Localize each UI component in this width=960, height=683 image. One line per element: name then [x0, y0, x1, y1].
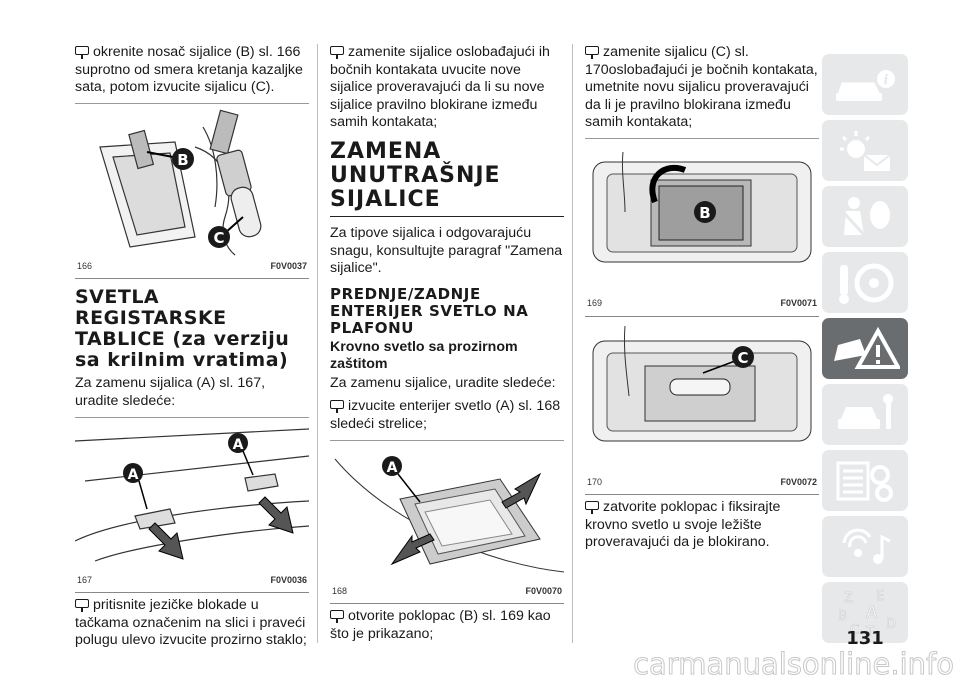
column-1: okrenite nosač sijalice (B) sl. 166 supr… — [75, 44, 309, 656]
arrow-icon — [148, 521, 184, 560]
column-3: zamenite sijalicu (C) sl. 170oslobađajuć… — [585, 44, 819, 558]
dome-light-bulb-illustration: C — [592, 325, 812, 442]
callout-a — [123, 462, 143, 483]
svg-text:B: B — [177, 151, 188, 169]
dome-light-illustration: A — [334, 455, 564, 573]
page-number: 131 — [846, 628, 884, 649]
chapter-tab-safety[interactable] — [822, 186, 908, 247]
svg-text:A: A — [128, 467, 139, 483]
breakdown-warning-icon — [834, 326, 900, 369]
chapter-tab-technical[interactable] — [822, 450, 908, 511]
intro-text: Za zamenu sijalice, uradite sledeće: — [330, 374, 556, 391]
svg-text:A: A — [233, 437, 244, 453]
body-text: Za tipove sijalica i odgovarajuću snagu,… — [330, 224, 563, 277]
divider — [330, 439, 564, 441]
svg-text:Z: Z — [844, 591, 853, 606]
svg-text:T: T — [865, 625, 874, 638]
intro-text: Za zamenu sijalica (A) sl. 167, uradite … — [75, 375, 266, 409]
steering-key-icon — [839, 263, 894, 304]
callout-a — [382, 455, 402, 476]
step-paragraph: izvucite enterijer svetlo (A) sl. 168 sl… — [330, 398, 561, 432]
chapter-tab-maintenance[interactable] — [822, 384, 908, 445]
bullet-icon — [330, 400, 344, 414]
svg-text:C: C — [850, 623, 859, 638]
watermark: carmanualsonline.info — [633, 647, 955, 682]
section-heading: SVETLA REGISTARSKE TABLICE (za verziju s… — [75, 286, 290, 372]
step-paragraph: okrenite nosač sijalice (B) sl. 166 supr… — [75, 44, 303, 96]
bullet-icon — [330, 46, 344, 59]
dashboard-lights-icon — [840, 130, 891, 171]
divider — [75, 416, 309, 418]
svg-text:E: E — [876, 589, 884, 604]
chapter-tab-index[interactable]: Z E B A C T D — [822, 582, 908, 643]
step-paragraph: zamenite sijalicu (C) sl. 170oslobađajuć… — [585, 44, 818, 131]
chapter-tab-info[interactable]: i — [822, 54, 908, 115]
bullet-icon — [75, 599, 89, 613]
chapter-tab-dashboard[interactable] — [822, 120, 908, 181]
chapter-tab-driving[interactable] — [822, 252, 908, 313]
callout-c — [732, 345, 754, 368]
bullet-icon — [75, 46, 89, 59]
chapter-tab-emergency[interactable] — [822, 318, 908, 379]
safety-airbag-icon — [842, 196, 890, 238]
svg-text:C: C — [737, 349, 748, 367]
bullet-icon — [330, 610, 344, 624]
minor-heading: Krovno svetlo sa prozirnom zaštitom — [330, 338, 518, 372]
bulb-holder-illustration: B C — [99, 109, 262, 256]
column-2: zamenite sijalice oslobađajući ih bočnih… — [330, 44, 564, 649]
arrow-icon — [501, 472, 542, 509]
svg-text:i: i — [884, 73, 889, 88]
svg-text:A: A — [387, 460, 398, 476]
chapter-tab-multimedia[interactable] — [822, 516, 908, 577]
svg-text:B: B — [699, 204, 710, 222]
bullet-icon — [585, 46, 599, 59]
divider — [585, 137, 819, 139]
step-paragraph: otvorite poklopac (B) sl. 169 kao što je… — [330, 608, 551, 642]
divider — [75, 102, 309, 104]
svg-text:A: A — [866, 603, 878, 623]
license-plate-light-illustration: A A — [75, 427, 309, 562]
callout-a — [228, 432, 248, 453]
step-paragraph: zamenite sijalice oslobađajući ih bočnih… — [330, 44, 550, 131]
step-paragraph: zatvorite poklopac i fiksirajte krovno s… — [585, 499, 781, 551]
column-divider — [317, 44, 318, 643]
arrow-icon — [258, 495, 294, 534]
callout-c — [208, 225, 230, 248]
arrow-icon — [390, 532, 435, 565]
dome-light-cover-illustration: B — [592, 151, 812, 263]
step-paragraph: pritisnite jezičke blokade u tačkama ozn… — [75, 597, 307, 649]
car-info-icon: i — [836, 69, 895, 101]
rotate-arrow-icon — [649, 164, 687, 204]
svg-text:D: D — [886, 617, 896, 632]
technical-data-icon — [836, 461, 893, 502]
index-icon: Z E B A C T D — [838, 588, 897, 638]
maintenance-car-icon — [838, 393, 893, 429]
callout-b — [172, 147, 194, 170]
subsection-heading: PREDNJE/ZADNJE ENTERIJER SVETLO NA PLAFO… — [330, 284, 529, 337]
divider — [330, 215, 564, 217]
chapter-sidebar: i — [822, 54, 908, 648]
column-divider — [572, 44, 573, 643]
callout-b — [694, 200, 716, 223]
multimedia-icon — [842, 528, 891, 564]
svg-text:C: C — [213, 229, 224, 247]
section-heading: ZAMENA UNUTRAŠNJE SIJALICE — [330, 138, 501, 212]
svg-text:B: B — [838, 609, 847, 624]
bullet-icon — [585, 501, 599, 515]
